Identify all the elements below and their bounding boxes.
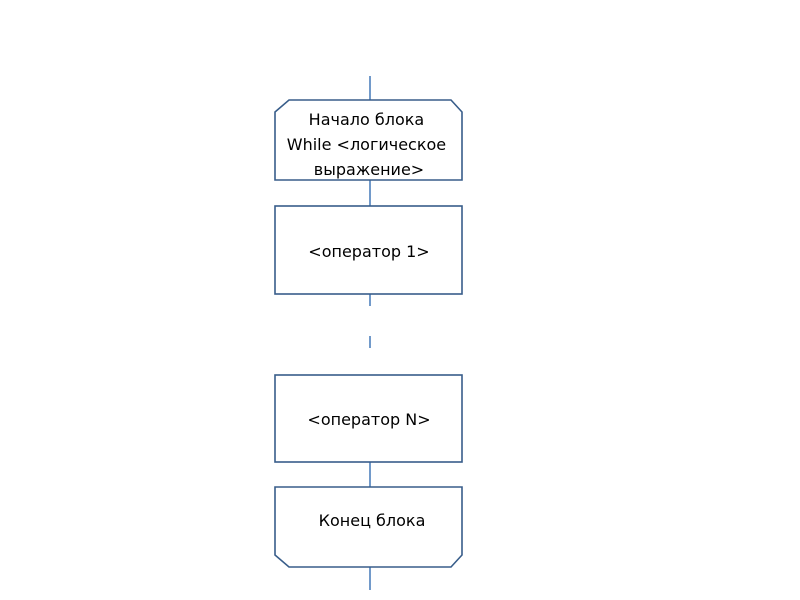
loop-start-line-1: Начало блока	[309, 110, 425, 129]
loop-start-label: Начало блока While <логическое выражение…	[287, 110, 452, 179]
operator-1-label: <оператор 1>	[308, 242, 429, 261]
loop-end-block	[274, 486, 463, 568]
operator-n-label: <оператор N>	[307, 410, 430, 429]
loop-start-line-2: While <логическое	[287, 135, 446, 154]
loop-end-label: Конец блока	[319, 511, 426, 530]
operator-1-block	[274, 205, 463, 295]
operator-n-block	[274, 374, 463, 463]
loop-start-block	[274, 99, 463, 181]
loop-start-line-3: выражение>	[314, 160, 424, 179]
